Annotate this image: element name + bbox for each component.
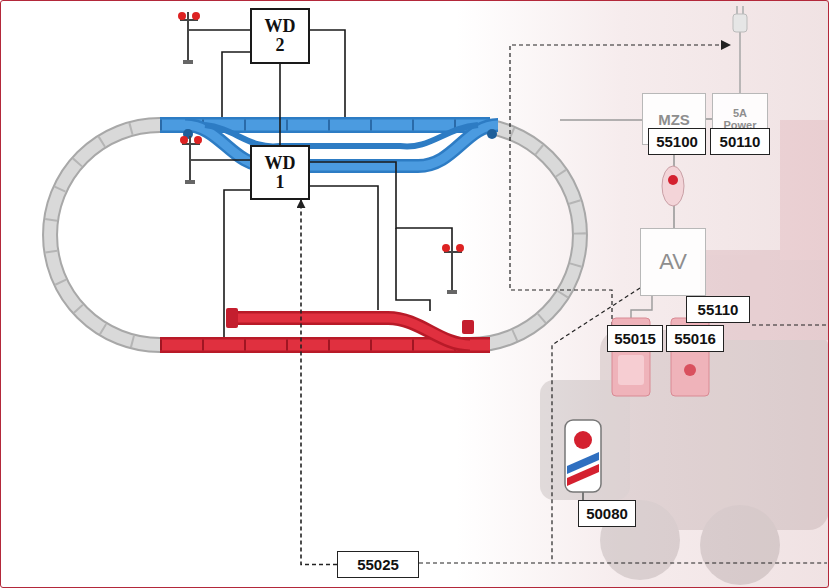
callout-number: 50110 (710, 128, 770, 155)
locomotive-watermark (540, 120, 829, 585)
callout-number: 50080 (578, 500, 636, 527)
dashed-region (419, 288, 827, 563)
power-plug (733, 6, 747, 93)
signal-symbol (178, 12, 200, 64)
callout-number: 55025 (337, 551, 419, 578)
callout-number-text: 55100 (656, 133, 698, 150)
push-button-symbol (662, 166, 684, 206)
control-box: AV (640, 228, 706, 296)
callout-number: 55100 (648, 128, 706, 155)
track-oval (50, 125, 580, 345)
av-connection-wires (631, 296, 690, 318)
callout-number-text: 55015 (614, 330, 656, 347)
wd-box-text: WD 1 (260, 154, 300, 192)
signal-symbol (180, 136, 202, 184)
hand-controller (565, 420, 601, 500)
callout-number-text: 55016 (674, 330, 716, 347)
wd-box: WD 2 (250, 8, 310, 64)
callout-number-text: 55110 (698, 301, 739, 318)
control-box-text: MZS (658, 111, 690, 128)
callout-number: 55110 (686, 296, 750, 323)
callout-number-text: 50110 (720, 133, 761, 150)
track-feed-line (560, 119, 642, 121)
connector (301, 200, 337, 565)
callout-number-text: 50080 (586, 505, 628, 522)
wd-box: WD 1 (250, 145, 310, 200)
callout-number: 55016 (666, 325, 724, 352)
red-track-section (160, 308, 490, 345)
wd-box-text: WD 2 (260, 17, 300, 55)
arrowhead (721, 40, 731, 50)
wiring (188, 30, 452, 337)
callout-number-text: 55025 (357, 556, 399, 573)
control-box-text: AV (659, 249, 687, 275)
signal-symbol (442, 244, 464, 294)
connector (279, 64, 281, 145)
callout-number: 55015 (607, 325, 663, 352)
